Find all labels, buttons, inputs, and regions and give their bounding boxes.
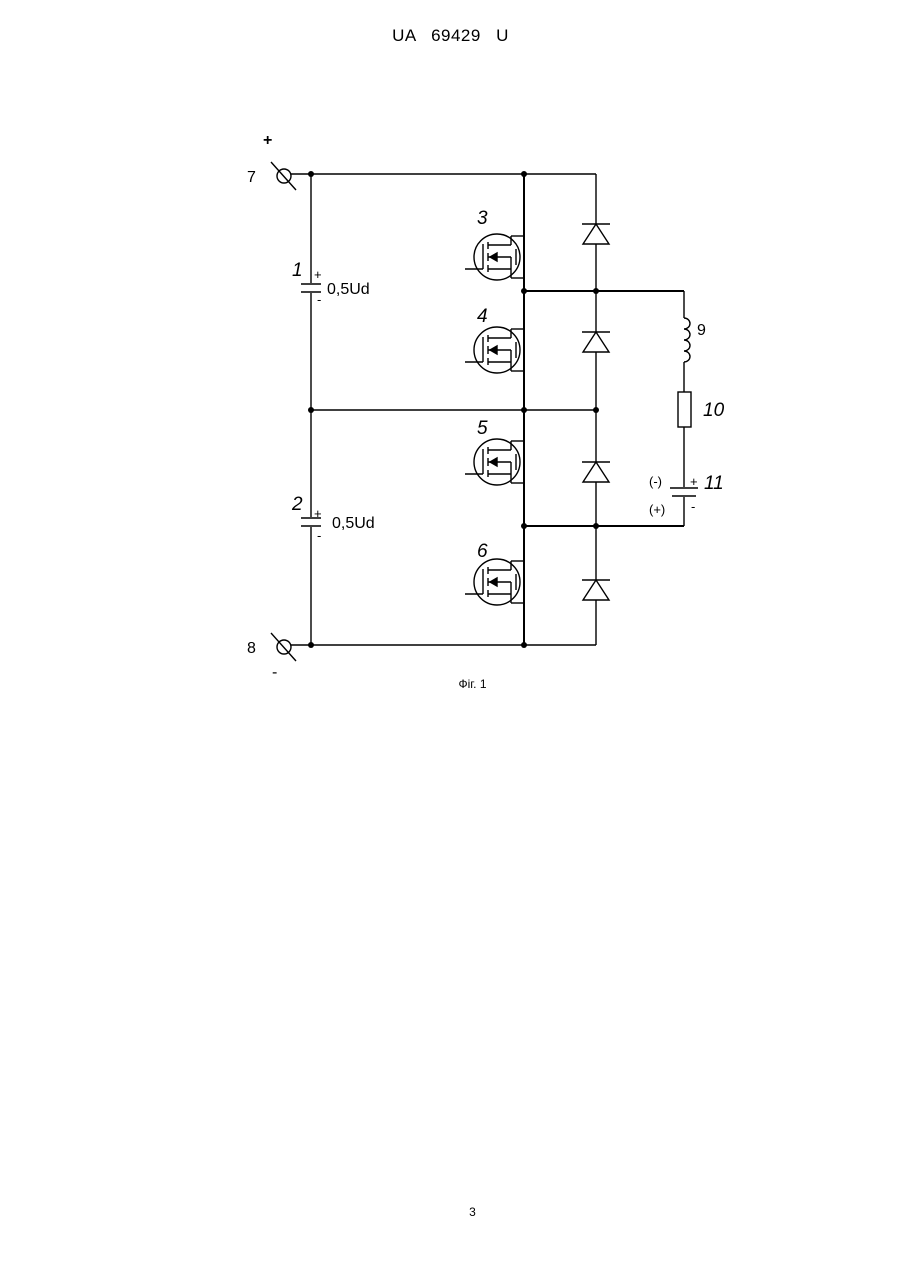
terminal-7: [271, 162, 296, 190]
capacitor-1: [301, 284, 321, 292]
transistor-6: [465, 559, 524, 605]
page-number: 3: [0, 1205, 901, 1219]
capacitor-1-number: 1: [292, 260, 303, 281]
transistor-3: [465, 234, 524, 280]
diode-4: [582, 580, 610, 600]
transistor-3-label: 3: [477, 208, 488, 229]
capacitor-1-minus: -: [317, 292, 321, 307]
figure-caption: Фіг. 1: [0, 677, 901, 691]
diode-3: [582, 462, 610, 482]
transistor-4: [465, 327, 524, 373]
capacitor-2-plus: +: [314, 506, 322, 521]
battery-neg-label: (-): [649, 474, 662, 489]
capacitor-1-value: 0,5Ud: [327, 281, 370, 298]
transistor-4-label: 4: [477, 306, 488, 327]
battery-plus: +: [690, 474, 698, 489]
capacitor-2-number: 2: [291, 494, 303, 515]
transistor-5: [465, 439, 524, 485]
circuit-diagram: + 7 8 - 1 + - 0,5Ud 2 + - 0,5Ud 3 4 5 6 …: [0, 0, 901, 700]
terminal-8: [271, 633, 296, 661]
transistor-5-label: 5: [477, 418, 488, 439]
capacitor-2-value: 0,5Ud: [332, 515, 375, 532]
terminal-8-number: 8: [247, 640, 256, 657]
inductor-9: [684, 318, 690, 362]
terminal-7-polarity: +: [263, 132, 272, 149]
capacitor-1-plus: +: [314, 267, 322, 282]
diode-1: [582, 224, 610, 244]
diode-2: [582, 332, 610, 352]
inductor-9-label: 9: [697, 322, 706, 339]
battery-11-number: 11: [704, 473, 724, 494]
transistor-6-label: 6: [477, 541, 488, 562]
capacitor-2-minus: -: [317, 528, 321, 543]
resistor-10-label: 10: [703, 400, 725, 421]
battery-pos-label: (+): [649, 502, 665, 517]
resistor-10: [678, 392, 691, 427]
battery-minus: -: [691, 499, 695, 514]
battery-11: [670, 488, 698, 496]
terminal-7-number: 7: [247, 169, 256, 186]
